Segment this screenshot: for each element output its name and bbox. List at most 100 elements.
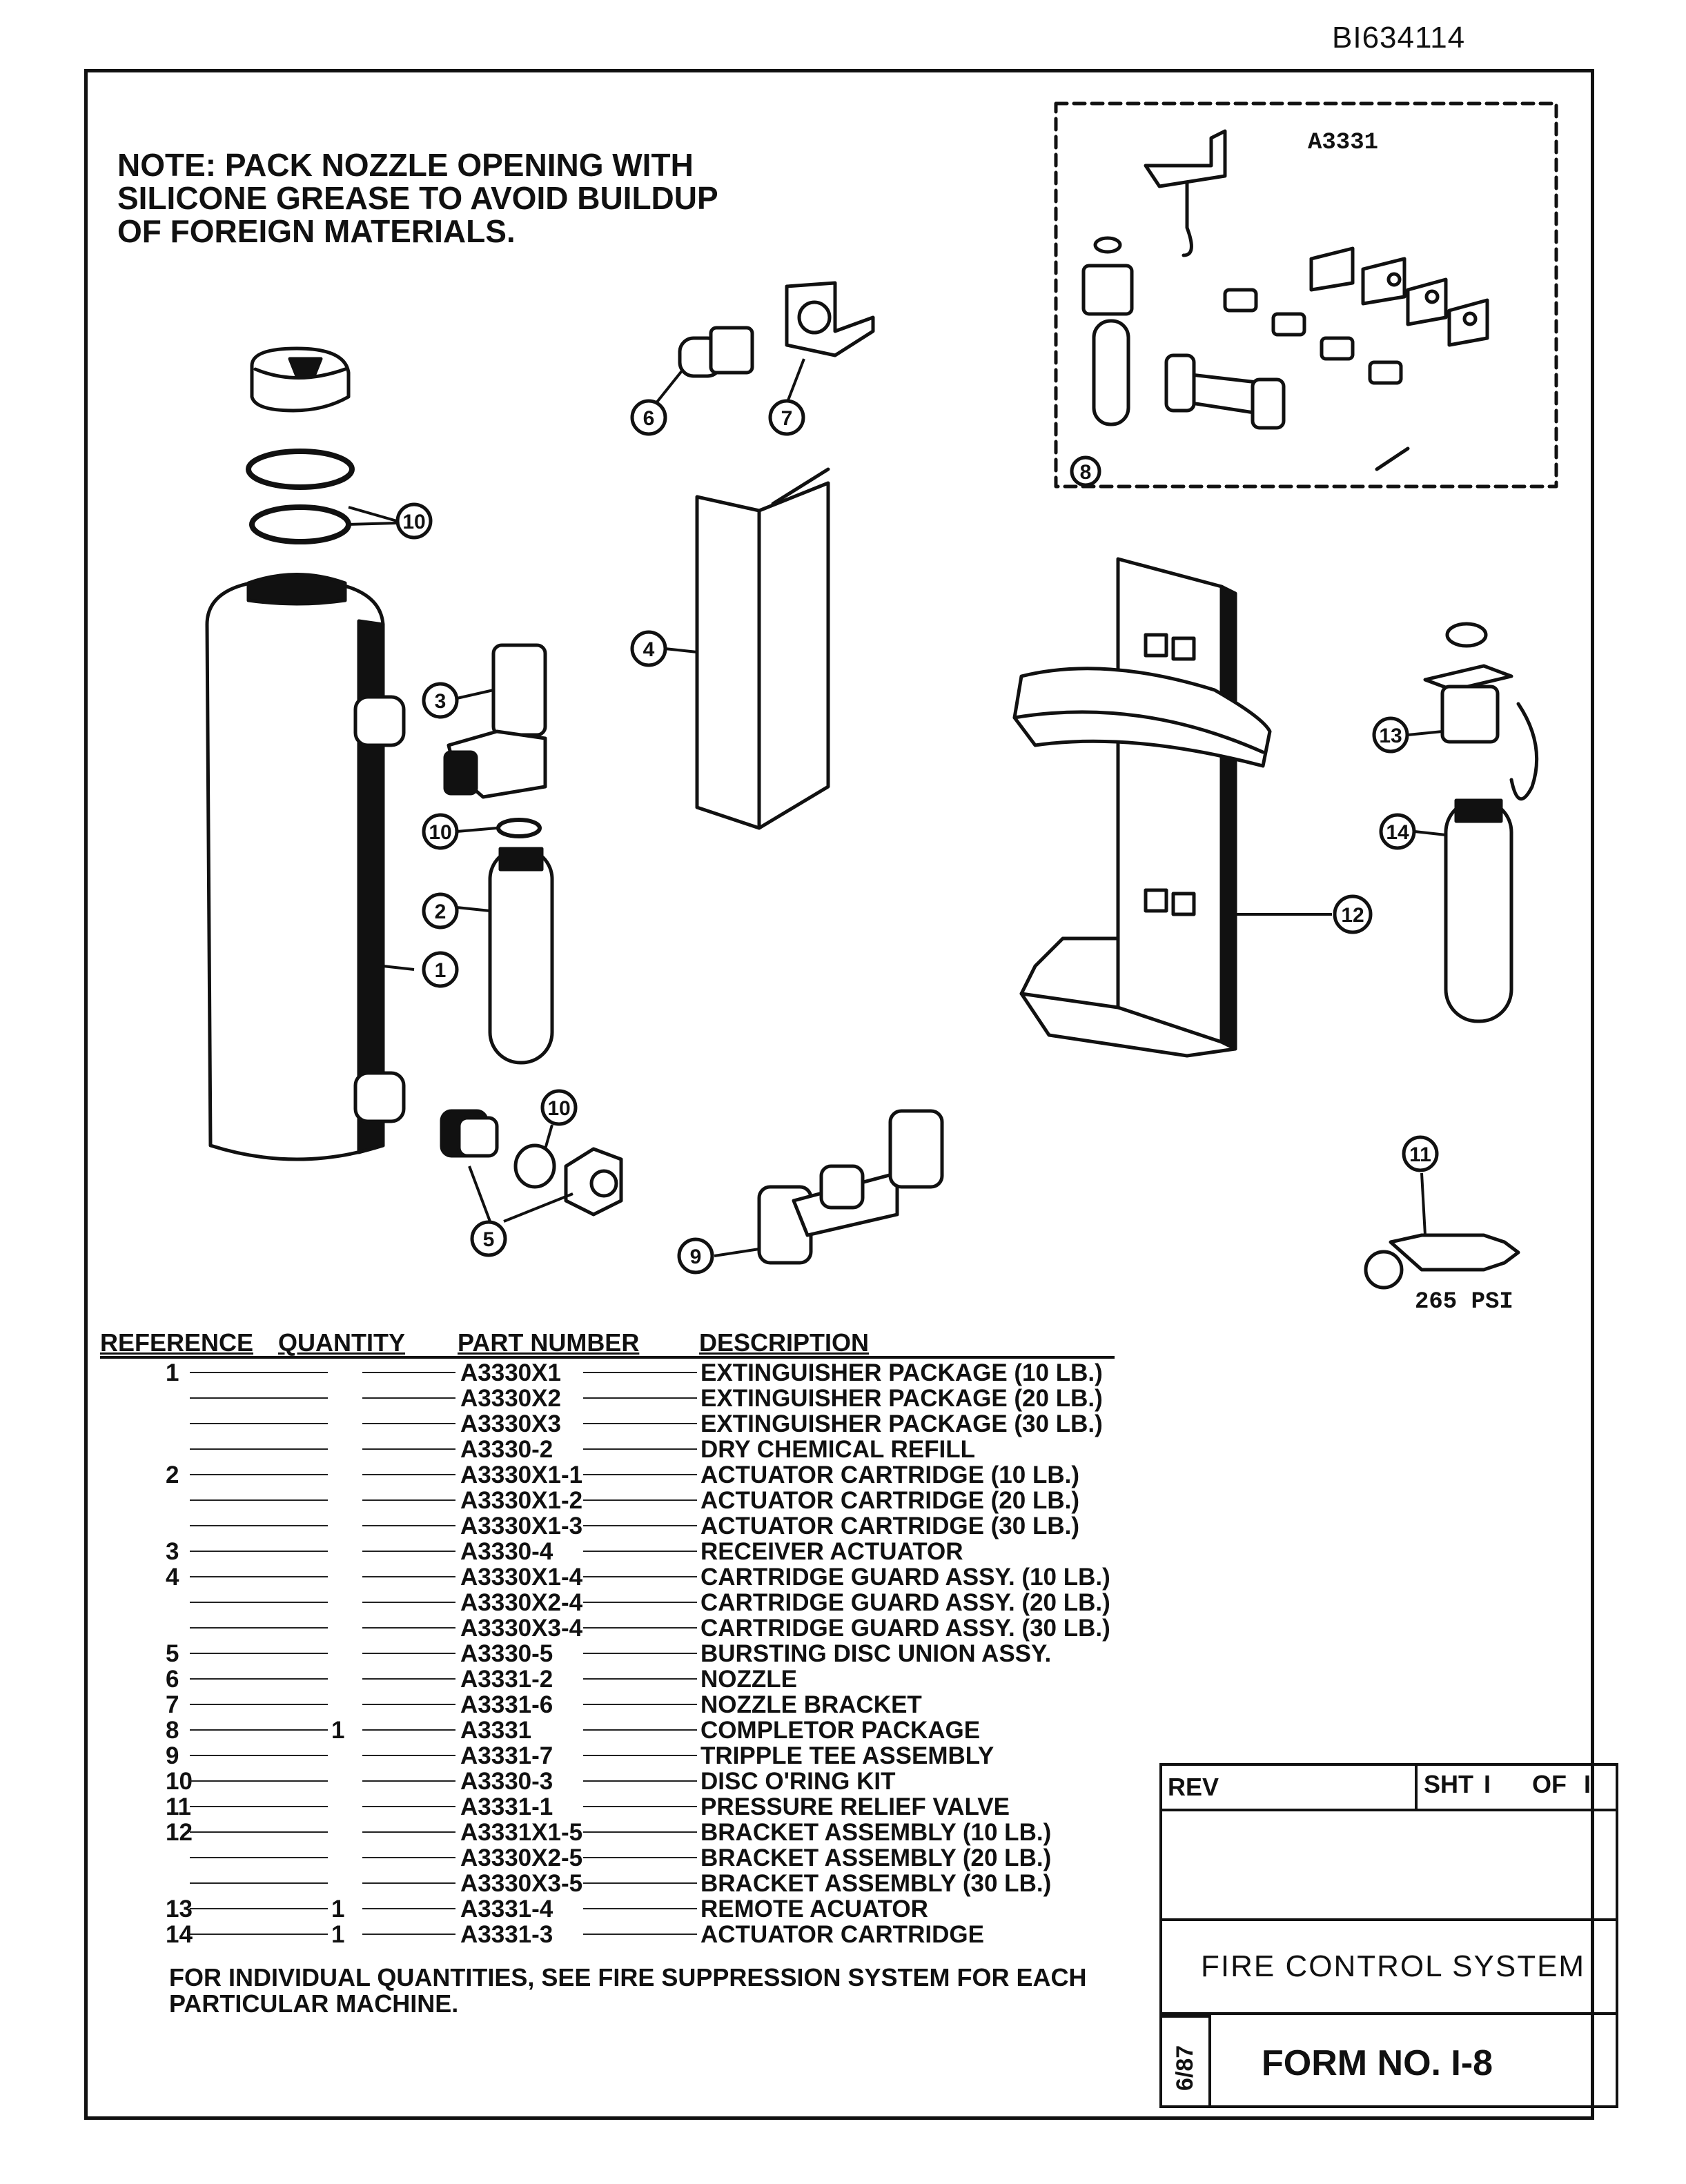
- description-cell: EXTINGUISHER PACKAGE (20 LB.): [700, 1385, 1103, 1412]
- callout-10-lower: [540, 1089, 578, 1126]
- leader-dash: [362, 1806, 455, 1807]
- date-cell: [1159, 2015, 1211, 2108]
- quantity-cell: 1: [331, 1896, 345, 1922]
- description-cell: PRESSURE RELIEF VALVE: [700, 1793, 1010, 1820]
- leader-dash: [362, 1755, 455, 1756]
- svg-text:12: 12: [1341, 904, 1364, 927]
- description-cell: EXTINGUISHER PACKAGE (10 LB.): [700, 1359, 1103, 1386]
- leader-dash: [190, 1704, 328, 1705]
- remote-actuator: [1423, 622, 1539, 801]
- svg-text:1: 1: [435, 959, 447, 982]
- description-cell: ACTUATOR CARTRIDGE (10 LB.): [700, 1462, 1079, 1488]
- leader-dash: [190, 1678, 328, 1680]
- sheet-label: SHT: [1424, 1770, 1473, 1798]
- kit-bracket-top: [1144, 129, 1227, 257]
- tripple-tee: [757, 1109, 944, 1265]
- svg-text:7: 7: [781, 407, 793, 430]
- leader-dash: [190, 1882, 328, 1884]
- callout-1: [422, 951, 459, 988]
- leader-dash: [362, 1525, 455, 1526]
- callout-13: [1372, 716, 1409, 754]
- header-description: DESCRIPTION: [699, 1328, 870, 1357]
- leader-dash: [190, 1857, 328, 1858]
- leader-dash: [583, 1474, 697, 1475]
- leader-dash: [190, 1474, 328, 1475]
- reference-cell: 14: [166, 1921, 193, 1948]
- callout-6: [630, 399, 667, 436]
- callout-10-upper: [395, 502, 433, 540]
- part-number-cell: A3330X3-5: [460, 1870, 583, 1897]
- leader-dash: [583, 1525, 697, 1526]
- reference-cell: 4: [166, 1564, 179, 1591]
- callout-4: [630, 630, 667, 667]
- leader-dash: [362, 1678, 455, 1680]
- description-cell: ACTUATOR CARTRIDGE (30 LB.): [700, 1513, 1079, 1539]
- part-number-cell: A3330-4: [460, 1538, 553, 1565]
- callout-5: [470, 1220, 507, 1257]
- leader-dash: [362, 1474, 455, 1475]
- nozzle-note: NOTE: PACK NOZZLE OPENING WITH SILICONE …: [117, 147, 718, 249]
- kit-label: A3331: [1308, 130, 1378, 156]
- description-cell: EXTINGUISHER PACKAGE (30 LB.): [700, 1410, 1103, 1437]
- part-number-cell: A3331X1-5: [460, 1819, 583, 1846]
- callout-11: [1402, 1135, 1439, 1172]
- leader-dash: [362, 1653, 455, 1654]
- svg-text:10: 10: [547, 1097, 570, 1120]
- cartridge-guard: [695, 467, 830, 830]
- reference-cell: 13: [166, 1896, 193, 1922]
- leader-dash: [190, 1525, 328, 1526]
- leader-dash: [362, 1831, 455, 1833]
- part-number-cell: A3330-3: [460, 1768, 553, 1795]
- description-cell: BURSTING DISC UNION ASSY.: [700, 1640, 1052, 1667]
- description-cell: ACTUATOR CARTRIDGE: [700, 1921, 984, 1948]
- part-number-cell: A3330X1: [460, 1359, 561, 1386]
- svg-text:9: 9: [690, 1246, 702, 1268]
- description-cell: BRACKET ASSEMBLY (10 LB.): [700, 1819, 1052, 1846]
- description-cell: REMOTE ACUATOR: [700, 1896, 928, 1922]
- leader-dash: [583, 1678, 697, 1680]
- leader-dash: [190, 1780, 328, 1782]
- part-number-cell: A3330X2-4: [460, 1589, 583, 1616]
- pressure-label: 265 PSI: [1415, 1289, 1513, 1311]
- reference-cell: 3: [166, 1538, 179, 1565]
- reference-cell: 11: [166, 1793, 191, 1820]
- reference-cell: 6: [166, 1666, 179, 1693]
- part-number-cell: A3330X2: [460, 1385, 561, 1412]
- reference-cell: 5: [166, 1640, 179, 1667]
- svg-text:11: 11: [1409, 1143, 1431, 1166]
- leader-dash: [362, 1908, 455, 1909]
- leader-dash: [583, 1551, 697, 1552]
- leader-dash: [583, 1653, 697, 1654]
- leader-dash: [190, 1755, 328, 1756]
- actuator-cartridge-14: [1444, 798, 1513, 1023]
- quantity-cell: 1: [331, 1717, 345, 1744]
- quantity-cell: 1: [331, 1921, 345, 1948]
- pressure-relief-valve: [1364, 1233, 1520, 1290]
- description-cell: RECEIVER ACTUATOR: [700, 1538, 963, 1565]
- leader-dash: [362, 1780, 455, 1782]
- nozzle-bracket: [785, 281, 875, 357]
- leader-dash: [583, 1908, 697, 1909]
- part-number-cell: A3330X1-1: [460, 1462, 583, 1488]
- leader-dash: [190, 1397, 328, 1399]
- header-part-number: PART NUMBER: [458, 1328, 640, 1357]
- leader-dash: [362, 1423, 455, 1424]
- description-cell: BRACKET ASSEMBLY (20 LB.): [700, 1844, 1052, 1871]
- leader-dash: [583, 1831, 697, 1833]
- of-label: OF: [1532, 1770, 1567, 1798]
- description-cell: CARTRIDGE GUARD ASSY. (10 LB.): [700, 1564, 1110, 1591]
- leader-dash: [190, 1934, 328, 1935]
- svg-text:3: 3: [435, 690, 447, 713]
- reference-cell: 12: [166, 1819, 193, 1846]
- svg-text:4: 4: [643, 638, 655, 661]
- header-rule: [100, 1356, 1115, 1359]
- completor-kit-box: [1054, 101, 1558, 489]
- leader-dash: [583, 1755, 697, 1756]
- svg-text:10: 10: [429, 821, 451, 844]
